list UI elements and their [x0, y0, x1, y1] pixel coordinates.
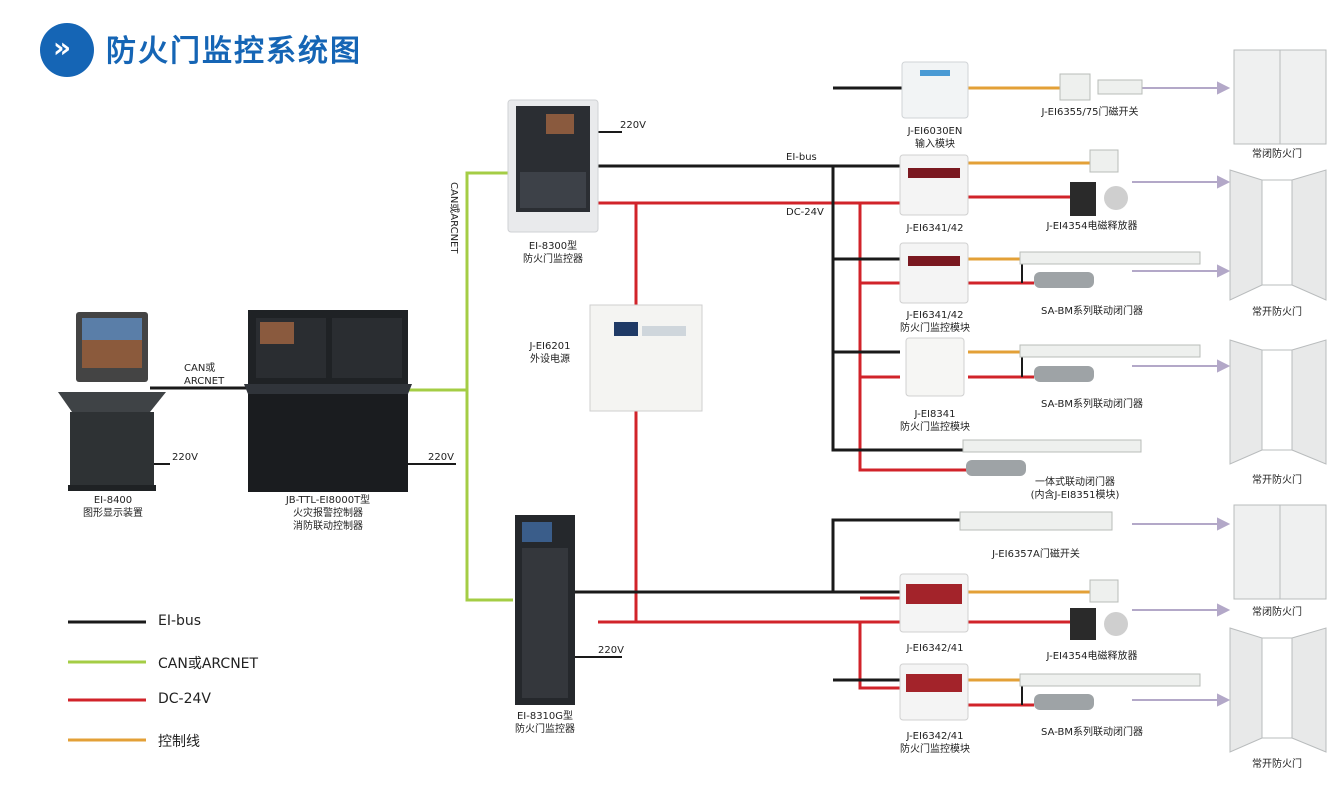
legend-label-dc24: DC-24V: [158, 691, 211, 707]
wire-label-220v-a: 220V: [620, 120, 646, 131]
label-module-6341-a: J-EI6341/42: [906, 223, 964, 234]
monitor-module-6342-a-icon: [899, 573, 969, 633]
label-closer-2: SA-BM系列联动闭门器: [1041, 399, 1143, 410]
header-chevron-icon: »: [40, 23, 94, 77]
door-switch-small-icon: [1089, 149, 1119, 173]
door-switch-6357a-icon: [959, 511, 1113, 531]
wire-label-220v-b: 220V: [172, 452, 198, 463]
label-release-4354-a: J-EI4354电磁释放器: [1046, 221, 1138, 232]
eibus-wire-lower: [575, 518, 960, 682]
closer-arm-2-icon: [1019, 344, 1201, 358]
door-3-icon: [1229, 339, 1327, 465]
wire-label-220v-d: 220V: [598, 645, 624, 656]
input-module-6030en-icon: [901, 61, 969, 119]
em-release-b-icon: [1070, 608, 1128, 640]
label-module-6342-a: J-EI6342/41: [906, 643, 964, 654]
door-switch-6355-icon: [1059, 73, 1091, 101]
label-door-5: 常开防火门: [1252, 759, 1302, 770]
main-controller-cabinet-icon: [244, 310, 412, 492]
label-door-2: 常开防火门: [1252, 307, 1302, 318]
door-4-icon: [1233, 504, 1327, 600]
closer-arm-3-icon: [962, 439, 1142, 453]
closer-body-3-icon: [966, 460, 1026, 476]
ei8310g-monitor-icon: [515, 515, 575, 705]
legend-label-ctrl: 控制线: [158, 734, 200, 750]
eibus-wire-main: [150, 86, 963, 452]
label-closer-3: 一体式联动闭门器(内含J-EI8351模块): [1030, 477, 1120, 501]
monitor-module-8341-icon: [905, 337, 965, 397]
ctrl-wires: [968, 86, 1090, 682]
monitor-module-6341-a-icon: [899, 154, 969, 216]
page-title: 防火门监控系统图: [106, 34, 362, 69]
label-door-4: 常闭防火门: [1252, 607, 1302, 618]
dc24-wire-main: [598, 201, 970, 690]
legend-label-eibus: EI-bus: [158, 613, 202, 629]
label-door-3: 常开防火门: [1252, 475, 1302, 486]
label-closer-1: SA-BM系列联动闭门器: [1041, 306, 1143, 317]
label-closer-4: SA-BM系列联动闭门器: [1041, 727, 1143, 738]
em-release-a-icon: [1070, 182, 1128, 216]
label-ei8310g: EI-8310G型防火门监控器: [515, 711, 575, 735]
door-1-icon: [1233, 49, 1327, 145]
monitor-module-6341-b-icon: [899, 242, 969, 304]
wire-label-eibus: EI-bus: [786, 152, 817, 163]
power-supply-box-icon: [589, 304, 703, 412]
label-switch-6357a: J-EI6357A门磁开关: [992, 549, 1080, 560]
closer-arm-4-icon: [1019, 673, 1201, 687]
ei8300-monitor-icon: [507, 99, 599, 233]
label-ei8300: EI-8300型防火门监控器: [523, 241, 583, 265]
wire-label-can-1: CAN或: [184, 362, 215, 374]
legend-label-can: CAN或ARCNET: [158, 656, 259, 672]
closer-body-1-icon: [1034, 272, 1094, 288]
dc24-wire-branches: [860, 201, 900, 624]
monitor-module-6342-b-icon: [899, 663, 969, 721]
wire-label-220v-c: 220V: [428, 452, 454, 463]
door-2-icon: [1229, 169, 1327, 301]
ei8400-console-icon: [58, 312, 166, 491]
door-5-icon: [1229, 627, 1327, 753]
wire-label-can-vertical: CAN或ARCNET: [448, 182, 460, 254]
closer-body-4-icon: [1034, 694, 1094, 710]
label-switch-6355: J-EI6355/75门磁开关: [1041, 107, 1139, 118]
wire-label-dc24v: DC-24V: [786, 207, 824, 218]
can-wire: [408, 171, 513, 602]
label-release-4354-b: J-EI4354电磁释放器: [1046, 651, 1138, 662]
label-door-1: 常闭防火门: [1252, 149, 1302, 160]
closer-body-2-icon: [1034, 366, 1094, 382]
label-main-controller: JB-TTL-EI8000T型火灾报警控制器消防联动控制器: [285, 495, 371, 532]
door-switch-lower-icon: [1089, 579, 1119, 603]
wire-label-can-2: ARCNET: [184, 376, 225, 387]
closer-arm-1-icon: [1019, 251, 1201, 265]
